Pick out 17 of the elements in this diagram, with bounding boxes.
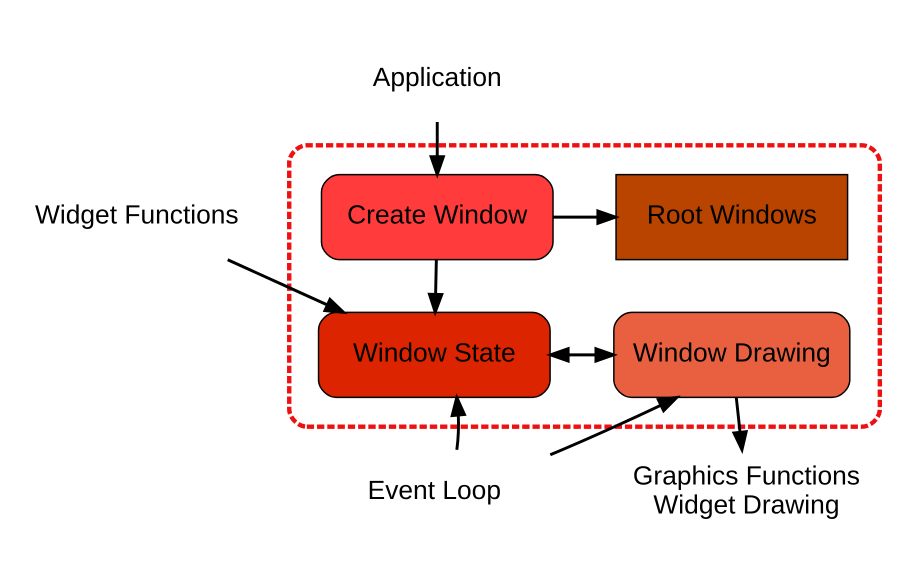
arrow xyxy=(227,258,348,314)
arrow xyxy=(550,396,681,456)
node-text: Application xyxy=(372,62,502,92)
arrow xyxy=(732,397,748,454)
arrow xyxy=(429,122,446,179)
node-text: Event Loop xyxy=(368,475,501,506)
node-text: Graphics Functions Widget Drawing xyxy=(632,460,860,520)
cluster xyxy=(287,143,882,429)
arrow xyxy=(553,208,620,226)
node-text: Widget Functions xyxy=(34,200,239,230)
arrow xyxy=(546,346,618,364)
arrow xyxy=(450,393,467,450)
node-box: Window Drawing xyxy=(613,312,851,398)
arrow xyxy=(427,260,444,316)
node-box: Create Window xyxy=(320,174,554,260)
node-box: Window State xyxy=(318,312,551,398)
node-box: Root Windows xyxy=(615,174,848,260)
